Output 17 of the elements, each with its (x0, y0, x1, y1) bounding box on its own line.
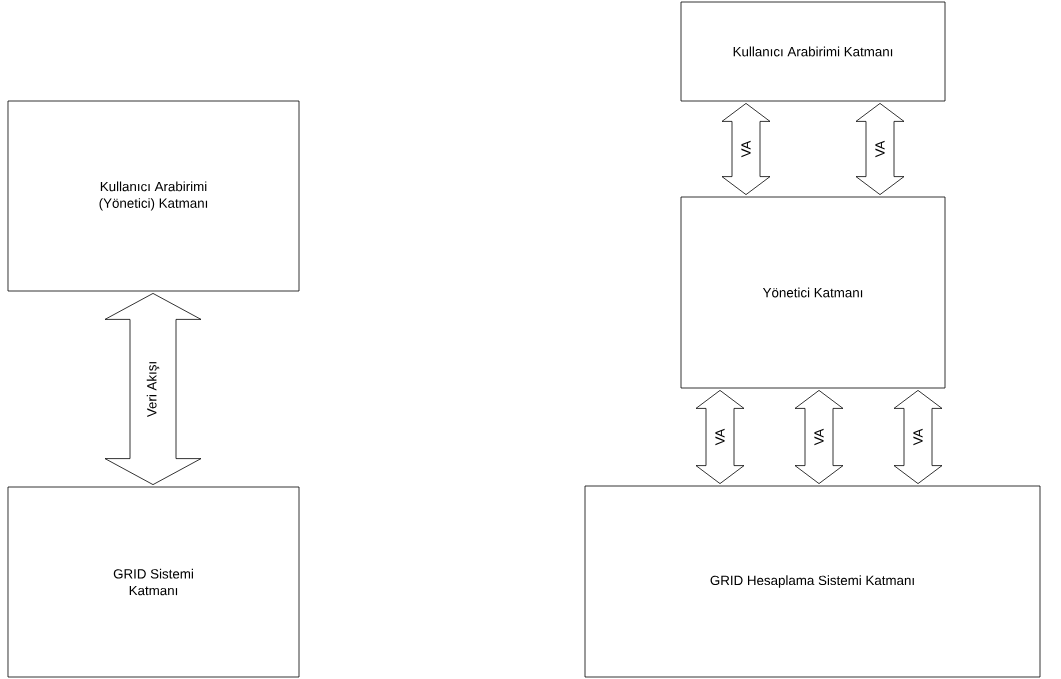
double-arrow (855, 103, 905, 195)
edge-label: VA (912, 427, 924, 447)
layer-box: Kullanıcı Arabirimi (Yönetici) Katmanı (7, 100, 300, 292)
double-arrow (794, 390, 844, 484)
edge-label: VA (740, 139, 752, 159)
layer-box: Yönetici Katmanı (680, 196, 946, 389)
double-arrow (893, 390, 943, 484)
edge-label: VA (813, 427, 825, 447)
double-arrow (104, 293, 202, 485)
layer-box: GRID Hesaplama Sistemi Katmanı (584, 485, 1041, 678)
edge-label: VA (874, 139, 886, 159)
edge-label: VA (714, 427, 726, 447)
layer-box: GRID Sistemi Katmanı (7, 486, 300, 678)
double-arrow (721, 103, 771, 195)
double-arrow (695, 390, 745, 484)
layer-box: Kullanıcı Arabirimi Katmanı (680, 1, 946, 102)
edge-label: Veri Akışı (145, 359, 161, 419)
